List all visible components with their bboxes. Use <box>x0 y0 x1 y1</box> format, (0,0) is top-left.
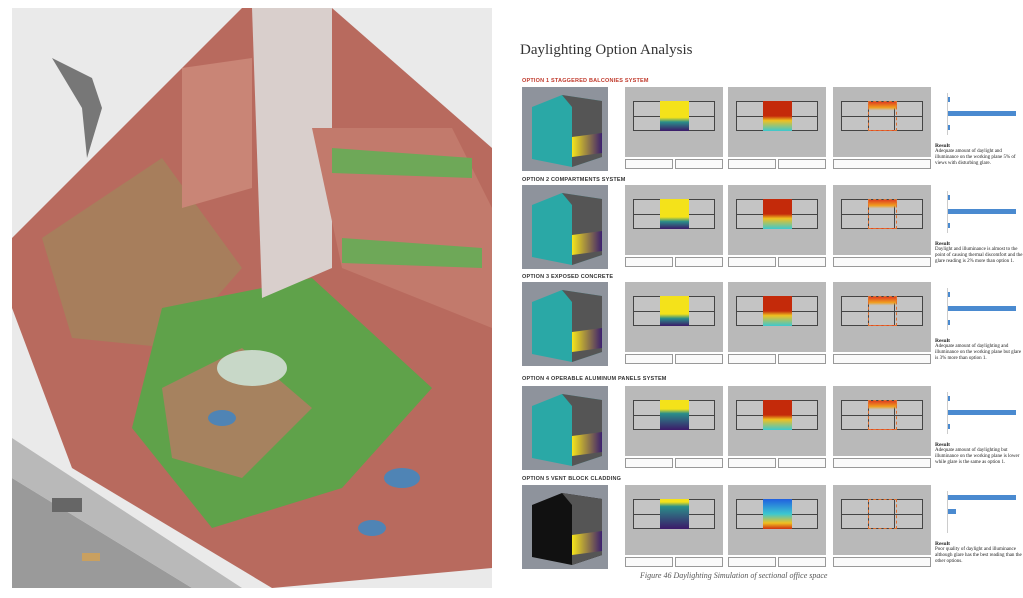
chart-bar <box>948 424 950 429</box>
glare-panel <box>833 282 931 352</box>
result-description: Daylight and illuminance is almost to th… <box>935 247 1023 264</box>
glare-bar-chart <box>935 487 1020 537</box>
chart-bar <box>948 111 1016 116</box>
chart-bar <box>948 410 1016 415</box>
daylight-panel <box>728 485 826 555</box>
illuminance-panel <box>625 386 723 456</box>
daylight-panel <box>728 185 826 255</box>
glare-bar-chart <box>935 284 1020 334</box>
chart-bar <box>948 292 951 297</box>
chart-bar <box>948 125 950 130</box>
result-heading: Result <box>935 338 950 344</box>
section-model-image <box>522 485 608 569</box>
option-label: OPTION 1 STAGGERED BALCONIES SYSTEM <box>522 78 649 84</box>
chart-bar <box>948 320 950 325</box>
chart-bar <box>948 495 1016 500</box>
chart-bar <box>948 509 957 514</box>
option-label: OPTION 3 EXPOSED CONCRETE <box>522 274 614 280</box>
result-heading: Result <box>935 541 950 547</box>
page-title: Daylighting Option Analysis <box>520 42 693 58</box>
section-model-image <box>522 185 608 269</box>
option-label: OPTION 4 OPERABLE ALUMINUM PANELS SYSTEM <box>522 376 667 382</box>
illuminance-panel <box>625 87 723 157</box>
result-heading: Result <box>935 241 950 247</box>
aerial-rendering-image <box>12 8 492 588</box>
glare-panel <box>833 87 931 157</box>
daylight-panel <box>728 87 826 157</box>
figure-caption: Figure 46 Daylighting Simulation of sect… <box>640 571 828 580</box>
chart-bar <box>948 195 951 200</box>
result-description: Adequate amount of daylighting and illum… <box>935 344 1022 361</box>
glare-bar-chart <box>935 187 1020 237</box>
result-heading: Result <box>935 143 950 149</box>
chart-bar <box>948 396 951 401</box>
glare-panel <box>833 185 931 255</box>
glare-bar-chart <box>935 89 1020 139</box>
daylight-panel <box>728 386 826 456</box>
result-description: Adequate amount of daylighting but illum… <box>935 448 1020 465</box>
glare-bar-chart <box>935 388 1020 438</box>
option-label: OPTION 2 COMPARTMENTS SYSTEM <box>522 177 626 183</box>
section-model-image <box>522 282 608 366</box>
chart-bar <box>948 306 1016 311</box>
glare-panel <box>833 485 931 555</box>
chart-bar <box>948 209 1016 214</box>
option-label: OPTION 5 VENT BLOCK CLADDING <box>522 476 622 482</box>
result-description: Adequate amount of daylight and illumina… <box>935 149 1016 166</box>
section-model-image <box>522 87 608 171</box>
section-model-image <box>522 386 608 470</box>
illuminance-panel <box>625 485 723 555</box>
result-heading: Result <box>935 442 950 448</box>
daylight-panel <box>728 282 826 352</box>
glare-panel <box>833 386 931 456</box>
illuminance-panel <box>625 282 723 352</box>
illuminance-panel <box>625 185 723 255</box>
result-description: Poor quality of daylight and illuminance… <box>935 547 1022 564</box>
chart-bar <box>948 97 951 102</box>
chart-bar <box>948 223 950 228</box>
